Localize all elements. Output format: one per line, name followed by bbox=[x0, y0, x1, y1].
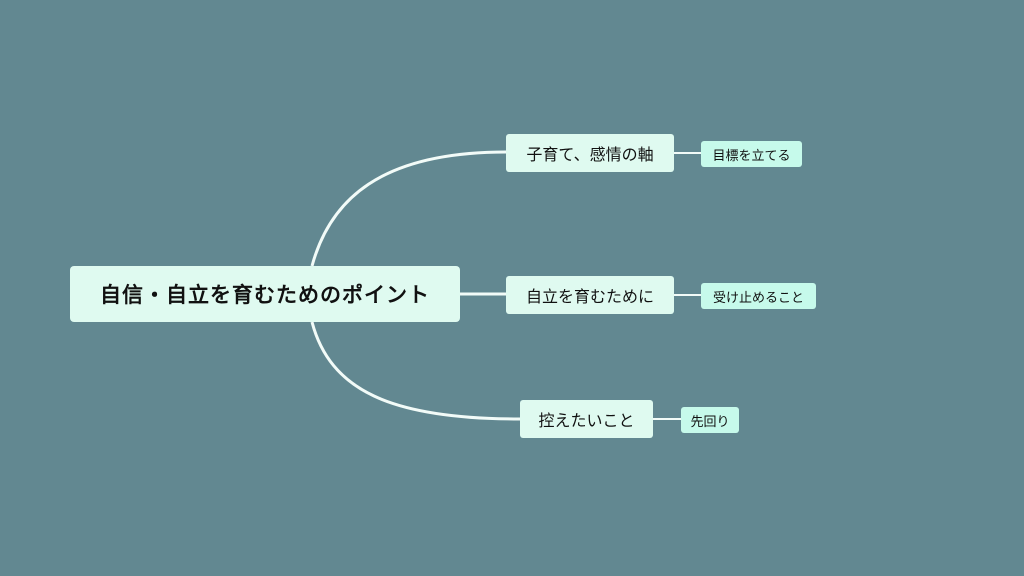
branch-topic-3[interactable]: 控えたいこと bbox=[520, 400, 653, 438]
connector-root-to-branch-3 bbox=[310, 321, 521, 421]
subtopic-2[interactable]: 受け止めること bbox=[701, 283, 816, 309]
subtopic-1[interactable]: 目標を立てる bbox=[701, 141, 802, 167]
connector-root-to-branch-1 bbox=[310, 150, 507, 267]
branch-topic-2[interactable]: 自立を育むために bbox=[506, 276, 674, 314]
branch-topic-1[interactable]: 子育て、感情の軸 bbox=[506, 134, 674, 172]
root-topic[interactable]: 自信・自立を育むためのポイント bbox=[70, 266, 460, 322]
subtopic-3[interactable]: 先回り bbox=[681, 407, 739, 433]
